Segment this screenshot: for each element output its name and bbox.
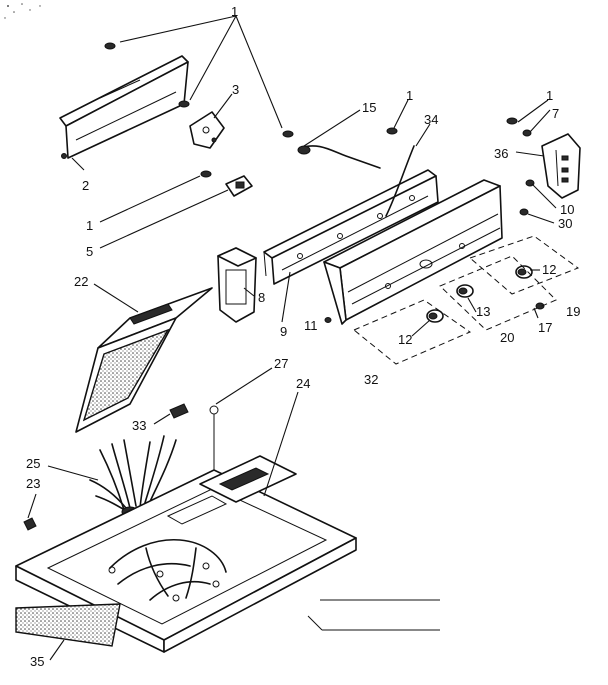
callout-25: 25 (26, 456, 40, 471)
callout-27: 27 (274, 356, 288, 371)
callout-2: 2 (82, 178, 89, 193)
callout-7: 7 (552, 106, 559, 121)
console-panel (323, 179, 503, 325)
small-screw-icon (324, 179, 545, 323)
callout-1: 1 (406, 88, 413, 103)
callout-8: 8 (258, 290, 265, 305)
callout-12: 12 (398, 332, 412, 347)
callout-19: 19 (566, 304, 580, 319)
callout-12: 12 (542, 262, 556, 277)
part-23-fastener (23, 517, 37, 531)
knob-icon (426, 265, 533, 323)
callout-24: 24 (296, 376, 310, 391)
callout-20: 20 (500, 330, 514, 345)
part-35-plate (15, 603, 121, 647)
part-9-rear-bracket (263, 169, 439, 285)
callout-1: 1 (231, 4, 238, 19)
callout-1: 1 (86, 218, 93, 233)
part-8-control-box (217, 247, 257, 323)
part-15-wire (297, 145, 415, 217)
callouts: 1 2 3 15 1 34 1 7 36 10 30 1 5 8 9 11 12… (26, 4, 580, 669)
callout-35: 35 (30, 654, 44, 669)
callout-33: 33 (132, 418, 146, 433)
top-wiring (108, 538, 227, 602)
callout-15: 15 (362, 100, 376, 115)
callout-11: 11 (304, 318, 318, 333)
part-2-panel (59, 55, 189, 159)
group-outline (353, 235, 580, 365)
callout-30: 30 (558, 216, 572, 231)
callout-10: 10 (560, 202, 574, 217)
callout-22: 22 (74, 274, 88, 289)
callout-1: 1 (546, 88, 553, 103)
callout-9: 9 (280, 324, 287, 339)
callout-36: 36 (494, 146, 508, 161)
part-22-frame (75, 287, 213, 433)
part-33-connector (169, 403, 189, 419)
callout-5: 5 (86, 244, 93, 259)
callout-32: 32 (364, 372, 378, 387)
part-36-end-cap (541, 133, 581, 199)
screw-icon (104, 42, 532, 178)
callout-17: 17 (538, 320, 552, 335)
part-5-switch (225, 175, 253, 197)
callout-13: 13 (476, 304, 490, 319)
parting-lines (307, 599, 440, 631)
callout-23: 23 (26, 476, 40, 491)
scan-speckle (4, 3, 41, 19)
leader-lines (27, 15, 557, 661)
callout-34: 34 (424, 112, 438, 127)
callout-3: 3 (232, 82, 239, 97)
part-3-bracket (189, 111, 225, 149)
